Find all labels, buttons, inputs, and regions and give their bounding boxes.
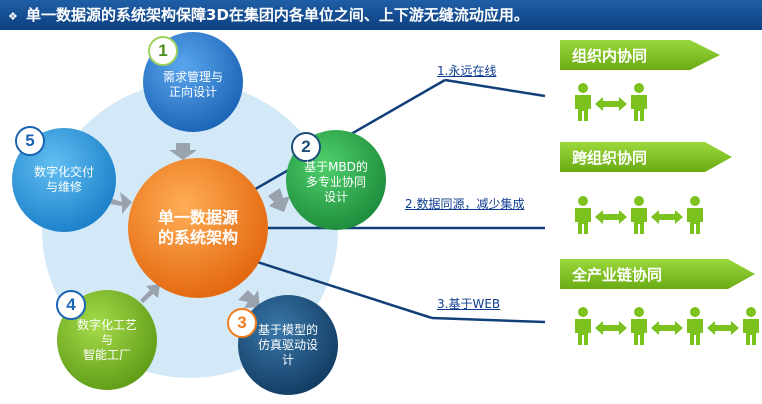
node-4-line1: 数字化工艺 — [76, 318, 137, 332]
collab-label-2: 跨组织协同 — [572, 149, 648, 167]
node-5-line2: 与维修 — [45, 180, 82, 194]
person-icon — [687, 196, 703, 234]
person-icon — [631, 83, 647, 121]
node-5-line1: 数字化交付 — [33, 165, 94, 179]
arrow-2-center — [268, 188, 290, 212]
arrow-3-center — [238, 290, 260, 308]
line-to-link-3 — [244, 256, 433, 320]
person-icon — [743, 307, 759, 345]
person-icon — [575, 307, 591, 345]
node-3-number: 3 — [227, 308, 257, 338]
link-web-based[interactable]: 3.基于WEB — [437, 297, 501, 311]
node-5-label: 数字化交付 与维修 — [24, 165, 104, 195]
double-arrow-icon — [651, 210, 683, 224]
node-3-label: 基于模型的 仿真驱动设 计 — [248, 323, 328, 368]
node-4-number: 4 — [56, 290, 86, 320]
person-icon — [631, 307, 647, 345]
link-always-online[interactable]: 1.永远在线 — [437, 64, 497, 78]
diamond-bullet-icon: ❖ — [8, 10, 18, 23]
double-arrow-icon — [707, 321, 739, 335]
link-single-source[interactable]: 2.数据同源，减少集成 — [405, 197, 525, 211]
center-circle — [128, 158, 268, 298]
node-2-line3: 设计 — [323, 190, 348, 204]
arrow-5-center — [110, 192, 132, 214]
arrow-4-center — [140, 284, 160, 303]
node-2-line2: 多专业协同 — [305, 175, 366, 189]
node-5-circle — [12, 128, 116, 232]
banner-title: 单一数据源的系统架构保障3D在集团内各单位之间、上下游无缝流动应用。 — [26, 6, 529, 24]
node-3-circle — [238, 295, 338, 395]
node-4-line2: 与 — [100, 333, 113, 347]
double-arrow-icon — [651, 321, 683, 335]
node-1-line2: 正向设计 — [168, 85, 217, 99]
node-4-line3: 智能工厂 — [82, 348, 131, 362]
collab-banner-1-shape — [560, 40, 720, 70]
double-arrow-icon — [595, 321, 627, 335]
double-arrow-icon — [595, 210, 627, 224]
node-2-label: 基于MBD的 多专业协同 设计 — [296, 160, 376, 205]
center-label: 单一数据源 的系统架构 — [138, 208, 258, 248]
node-3-line3: 计 — [281, 353, 294, 367]
person-icon — [631, 196, 647, 234]
node-1-number: 1 — [148, 36, 178, 66]
arrow-1-center — [169, 143, 197, 160]
line-link-3-right — [431, 316, 546, 324]
center-line2: 的系统架构 — [157, 228, 238, 247]
node-1-label: 需求管理与 正向设计 — [153, 70, 233, 100]
collab-banner-3-shape — [560, 259, 755, 289]
node-5-number: 5 — [15, 126, 45, 156]
collab-label-1: 组织内协同 — [572, 47, 648, 65]
person-icon — [575, 196, 591, 234]
person-icon — [687, 307, 703, 345]
collab-label-3: 全产业链协同 — [572, 266, 663, 284]
node-2-line1: 基于MBD的 — [304, 160, 368, 174]
people-rows — [575, 83, 759, 345]
person-icon — [575, 83, 591, 121]
node-3-line1: 基于模型的 — [257, 323, 318, 337]
cycle-arrows — [110, 143, 290, 308]
collab-banner-2-shape — [560, 142, 732, 172]
center-line1: 单一数据源 — [157, 208, 238, 227]
node-1-line1: 需求管理与 — [162, 70, 223, 84]
node-3-line2: 仿真驱动设 — [257, 338, 318, 352]
node-2-number: 2 — [291, 132, 321, 162]
double-arrow-icon — [595, 97, 627, 111]
node-4-label: 数字化工艺 与 智能工厂 — [67, 318, 147, 363]
line-link-1-right — [444, 78, 546, 98]
title-banner: ❖ 单一数据源的系统架构保障3D在集团内各单位之间、上下游无缝流动应用。 — [0, 0, 762, 30]
